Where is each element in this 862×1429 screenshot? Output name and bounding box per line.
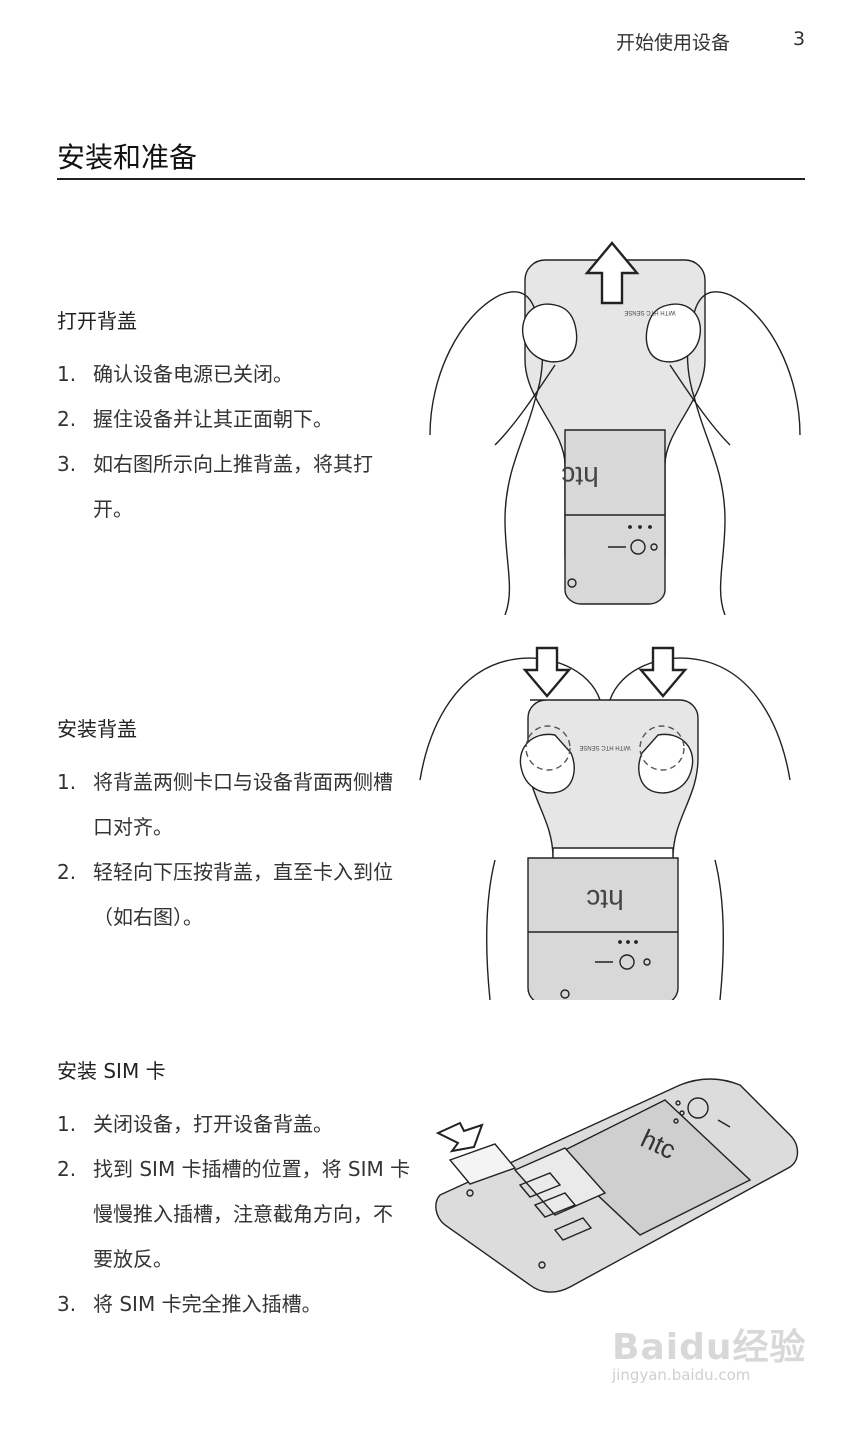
phone-hands-illustration: htc WITH HTC SENSE: [429, 241, 801, 615]
sense-label: WITH HTC SENSE: [624, 309, 675, 315]
watermark-brand: Baidu经验: [612, 1327, 807, 1368]
step-item: 1. 关闭设备，打开设备背盖。: [57, 1102, 412, 1147]
section-install-cover: 安装背盖 1. 将背盖两侧卡口与设备背面两侧槽口对齐。 2. 轻轻向下压按背盖，直至…: [57, 713, 412, 940]
step-number: 3.: [57, 452, 77, 476]
step-text: 关闭设备，打开设备背盖。: [93, 1112, 333, 1136]
section-heading: 打开背盖: [57, 309, 137, 333]
figure-install-cover: htc WITH HTC SENSE: [415, 640, 795, 1000]
step-number: 1.: [57, 362, 77, 386]
step-number: 2.: [57, 860, 77, 884]
sim-insert-illustration: htc: [435, 1078, 799, 1293]
page-title: 安装和准备: [57, 141, 198, 174]
brand-logo-text: htc: [586, 884, 623, 915]
figure-open-cover: htc WITH HTC SENSE: [420, 235, 810, 615]
step-item: 1. 确认设备电源已关闭。: [57, 352, 412, 397]
step-text: 将 SIM 卡完全推入插槽。: [93, 1292, 322, 1316]
running-header-title: 开始使用设备: [616, 32, 731, 54]
step-item: 3. 将 SIM 卡完全推入插槽。: [57, 1282, 412, 1327]
step-text: 如右图所示向上推背盖，将其打开。: [93, 452, 373, 521]
step-text: 握住设备并让其正面朝下。: [93, 407, 333, 431]
step-item: 3. 如右图所示向上推背盖，将其打开。: [57, 442, 412, 532]
step-item: 2. 找到 SIM 卡插槽的位置，将 SIM 卡慢慢推入插槽，注意截角方向，不要放…: [57, 1147, 412, 1282]
phone-press-illustration: htc WITH HTC SENSE: [419, 646, 791, 1000]
step-item: 1. 将背盖两侧卡口与设备背面两侧槽口对齐。: [57, 760, 412, 850]
step-number: 1.: [57, 1112, 77, 1136]
step-text: 将背盖两侧卡口与设备背面两侧槽口对齐。: [93, 770, 393, 839]
figure-install-sim: htc: [420, 1075, 810, 1295]
step-number: 1.: [57, 770, 77, 794]
section-open-cover: 打开背盖 1. 确认设备电源已关闭。 2. 握住设备并让其正面朝下。 3. 如右图所示…: [57, 305, 412, 532]
step-number: 2.: [57, 407, 77, 431]
step-text: 确认设备电源已关闭。: [93, 362, 293, 386]
title-divider: [57, 178, 805, 180]
section-install-sim: 安装 SIM 卡 1. 关闭设备，打开设备背盖。 2. 找到 SIM 卡插槽的位置，…: [57, 1055, 412, 1327]
step-text: 轻轻向下压按背盖，直至卡入到位（如右图）。: [93, 860, 393, 929]
page-number: 3: [793, 28, 806, 50]
watermark: Baidu经验 jingyan.baidu.com: [612, 1300, 812, 1400]
step-text: 找到 SIM 卡插槽的位置，将 SIM 卡慢慢推入插槽，注意截角方向，不要放反。: [93, 1157, 411, 1271]
section-heading: 安装背盖: [57, 717, 137, 741]
step-number: 2.: [57, 1157, 77, 1181]
sense-label: WITH HTC SENSE: [579, 744, 630, 750]
step-item: 2. 轻轻向下压按背盖，直至卡入到位（如右图）。: [57, 850, 412, 940]
step-item: 2. 握住设备并让其正面朝下。: [57, 397, 412, 442]
watermark-url: jingyan.baidu.com: [612, 1366, 751, 1384]
section-heading: 安装 SIM 卡: [57, 1059, 166, 1083]
brand-logo-text: htc: [561, 461, 598, 492]
step-number: 3.: [57, 1292, 77, 1316]
